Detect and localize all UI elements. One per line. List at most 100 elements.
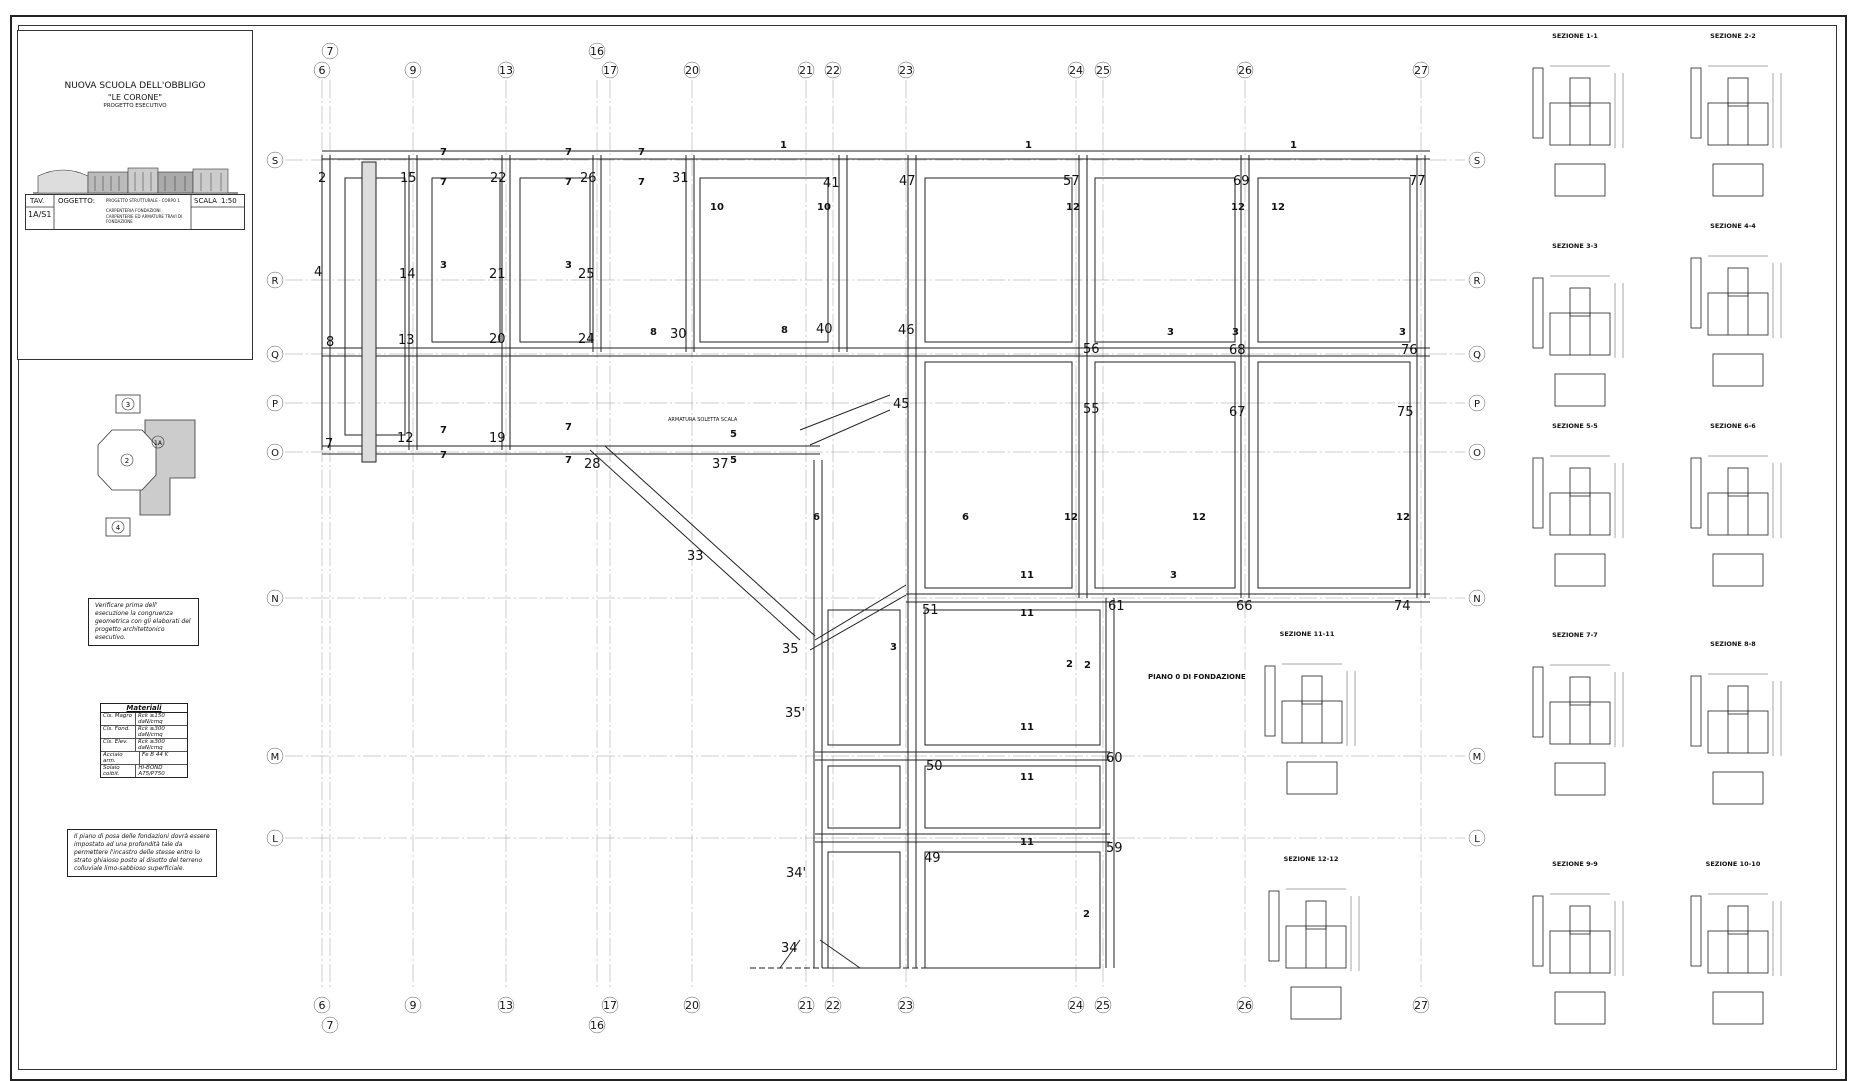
- slab-panel: [924, 609, 1101, 746]
- grid-bubble: [1412, 996, 1430, 1014]
- grid-bubble: [266, 747, 284, 765]
- grid-bubble: [1067, 996, 1085, 1014]
- grid-column-label: 22: [826, 64, 840, 77]
- grid-bubble: [313, 996, 331, 1014]
- section-footing: [1549, 312, 1611, 356]
- slab-panel: [699, 177, 829, 343]
- grid-column-label: 16: [590, 45, 604, 58]
- node-label: 34': [786, 866, 806, 881]
- section-base: [1286, 761, 1338, 795]
- node-label: 69: [1233, 174, 1250, 189]
- grid-bubble: [1412, 61, 1430, 79]
- beam-mark: 7: [440, 450, 447, 461]
- section-footing: [1707, 930, 1769, 974]
- section-footing: [1707, 492, 1769, 536]
- materials-title: Materiali: [101, 704, 187, 713]
- grid-bubble: [797, 61, 815, 79]
- beam-mark: 8: [781, 325, 788, 336]
- node-label: 26: [580, 171, 597, 186]
- grid-bubble: [1236, 61, 1254, 79]
- beam-mark: 5: [730, 455, 737, 466]
- beam-mark: 7: [565, 455, 572, 466]
- slab-panel: [827, 609, 901, 746]
- section-stem: [1727, 467, 1749, 497]
- grid-row-label: M: [1473, 752, 1482, 763]
- grid-bubble: [601, 61, 619, 79]
- beam-edge: [809, 594, 907, 651]
- beam-edge: [814, 584, 907, 641]
- beam-mark: 8: [650, 327, 657, 338]
- section-title: SEZIONE 1-1: [1552, 32, 1598, 40]
- section-footing: [1549, 930, 1611, 974]
- node-label: 24: [578, 332, 595, 347]
- grid-row-label: Q: [271, 350, 279, 361]
- beam-mark: 2: [1083, 909, 1090, 920]
- grid-column-label: 27: [1414, 64, 1428, 77]
- section-title: SEZIONE 5-5: [1552, 422, 1598, 430]
- slab-panel: [924, 361, 1073, 589]
- oggetto-sub2: CARPENTERIE ED ARMATURE TRAVI DI FONDAZI…: [106, 214, 183, 224]
- grid-row-label: Q: [1473, 350, 1481, 361]
- node-label: 7: [325, 437, 333, 452]
- grid-bubble: [1468, 394, 1486, 412]
- beam-mark: 7: [638, 147, 645, 158]
- grid-row-label: M: [271, 752, 280, 763]
- stair-note: ARMATURA SOLETTA SCALA: [668, 417, 738, 423]
- beam-mark: 11: [1020, 608, 1034, 619]
- building-facade-image: [33, 167, 238, 194]
- slab-panel: [1094, 361, 1236, 589]
- grid-column-label: 13: [499, 999, 513, 1012]
- beam-mark: 7: [565, 422, 572, 433]
- section-rebar-detail: [1532, 67, 1544, 139]
- section-base: [1712, 553, 1764, 587]
- materials-row: Cls. Fond.Rck ≥300 daN/cmq: [101, 726, 187, 739]
- grid-bubble: [1094, 996, 1112, 1014]
- section-base: [1712, 771, 1764, 805]
- slab-panel: [827, 851, 901, 969]
- verify-note: Verificare prima dell' esecuzione la con…: [88, 598, 199, 646]
- beam-mark: 12: [1192, 512, 1206, 523]
- grid-bubble: [897, 996, 915, 1014]
- node-label: 2: [318, 171, 326, 186]
- grid-column-label: 6: [319, 64, 326, 77]
- grid-column-label: 20: [685, 64, 699, 77]
- section-stem: [1727, 685, 1749, 715]
- grid-bubble: [824, 996, 842, 1014]
- section-footing: [1285, 925, 1347, 969]
- node-label: 8: [326, 335, 334, 350]
- node-label: 55: [1083, 402, 1100, 417]
- grid-bubble: [313, 61, 331, 79]
- beam-mark: 3: [565, 260, 572, 271]
- node-label: 25: [578, 267, 595, 282]
- grid-row-label: P: [1474, 399, 1480, 410]
- node-label: 14: [399, 267, 416, 282]
- slab-panel: [827, 765, 901, 829]
- slab-panel: [519, 177, 591, 343]
- grid-column-label: 24: [1069, 64, 1083, 77]
- grid-row-label: O: [271, 448, 279, 459]
- slab-panel: [924, 765, 1101, 829]
- section-base: [1712, 163, 1764, 197]
- node-label: 28: [584, 457, 601, 472]
- beam-mark: 1: [1025, 140, 1032, 151]
- title-block: NUOVA SCUOLA DELL'OBBLIGO "LE CORONE" PR…: [17, 30, 253, 360]
- node-label: 49: [924, 851, 941, 866]
- beam-mark: 2: [1084, 660, 1091, 671]
- section-title: SEZIONE 10-10: [1706, 860, 1761, 868]
- section-base: [1554, 163, 1606, 197]
- grid-column-label: 23: [899, 64, 913, 77]
- beam-mark: 3: [1232, 327, 1239, 338]
- section-footing: [1707, 710, 1769, 754]
- grid-bubble: [1468, 345, 1486, 363]
- node-label: 50: [926, 759, 943, 774]
- node-label: 68: [1229, 343, 1246, 358]
- grid-column-label: 25: [1096, 999, 1110, 1012]
- section-stem: [1727, 267, 1749, 297]
- grid-column-label: 26: [1238, 999, 1252, 1012]
- grid-bubble: [497, 61, 515, 79]
- beam-mark: 12: [1231, 202, 1245, 213]
- section-base: [1554, 762, 1606, 796]
- node-label: 61: [1108, 599, 1125, 614]
- grid-column-label: 9: [410, 999, 417, 1012]
